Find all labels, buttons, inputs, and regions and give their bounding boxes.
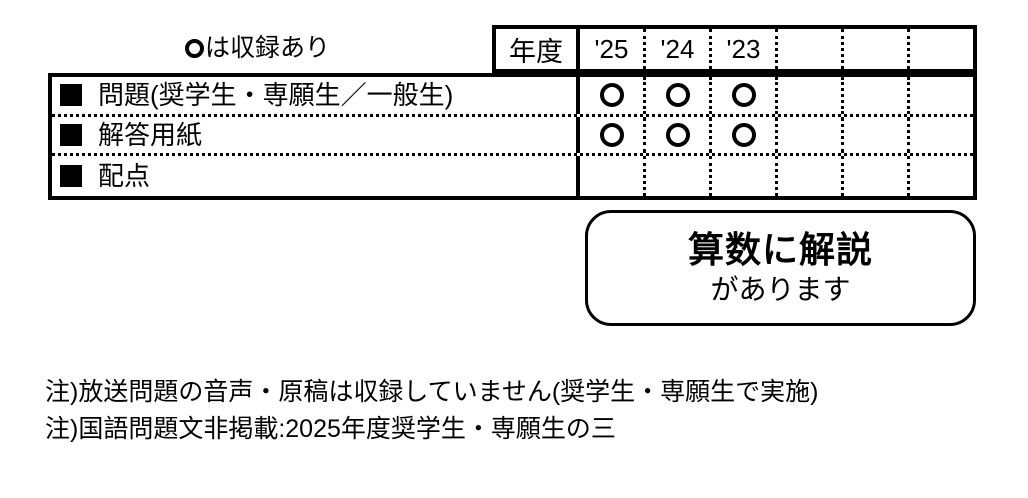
mark-cell xyxy=(580,116,646,154)
circle-outline-icon xyxy=(665,83,690,108)
row-label: 解答用紙 xyxy=(98,119,203,150)
row-label: 配点 xyxy=(98,161,151,192)
circle-outline-icon xyxy=(731,83,756,108)
mark-cell xyxy=(910,156,973,196)
mark-cell xyxy=(844,77,910,114)
year-column-header xyxy=(910,29,973,69)
row-label-cell: 問題(奨学生・専願生／一般生) xyxy=(52,77,580,114)
year-header-cell: 年度 xyxy=(492,25,580,73)
mark-cell xyxy=(646,116,712,154)
mark-cell xyxy=(580,156,646,196)
row-label-cell: 解答用紙 xyxy=(52,116,580,154)
mark-cell xyxy=(910,77,973,114)
commentary-callout-subtitle: があります xyxy=(710,274,851,305)
circle-outline-icon xyxy=(731,122,756,147)
mark-cell xyxy=(712,77,778,114)
table-row: 解答用紙 xyxy=(52,116,973,157)
black-square-bullet-icon xyxy=(60,123,82,146)
row-marks xyxy=(580,77,973,114)
black-square-bullet-icon xyxy=(60,165,82,188)
footnote-item: 注)国語問題文非掲載:2025年度奨学生・専願生の三 xyxy=(45,415,616,443)
commentary-callout-title: 算数に解説 xyxy=(687,229,873,270)
circle-outline-icon xyxy=(185,39,204,58)
black-square-bullet-icon xyxy=(60,84,82,107)
mark-cell xyxy=(778,116,844,154)
footnotes: 注)放送問題の音声・原稿は収録していません(奨学生・専願生で実施) 注)国語問題… xyxy=(45,374,818,448)
mark-cell xyxy=(910,117,973,154)
footnote-item: 注)放送問題の音声・原稿は収録していません(奨学生・専願生で実施) xyxy=(45,378,819,406)
mark-cell xyxy=(778,77,844,114)
year-header-label: 年度 xyxy=(509,36,563,67)
row-marks xyxy=(580,116,973,154)
year-column-header xyxy=(778,29,844,69)
legend-caption-text: は収録あり xyxy=(205,34,331,62)
mark-cell xyxy=(646,77,712,114)
row-marks xyxy=(580,156,973,196)
legend-caption: は収録あり xyxy=(185,33,330,63)
year-column-header: '23 xyxy=(712,29,778,69)
row-label-cell: 配点 xyxy=(52,156,580,196)
circle-outline-icon xyxy=(665,122,690,147)
commentary-callout: 算数に解説 があります xyxy=(585,210,976,326)
circle-outline-icon xyxy=(599,122,624,147)
mark-cell xyxy=(580,77,646,114)
year-column-header: '25 xyxy=(580,29,646,69)
year-column-header: '24 xyxy=(646,29,712,69)
mark-cell xyxy=(844,116,910,154)
circle-outline-icon xyxy=(599,83,624,108)
mark-cell xyxy=(778,156,844,196)
contents-availability-table: 問題(奨学生・専願生／一般生) 解答用紙 配点 xyxy=(48,73,977,200)
mark-cell xyxy=(712,116,778,154)
mark-cell xyxy=(646,156,712,196)
year-column-header xyxy=(844,29,910,69)
table-row: 配点 xyxy=(52,156,973,196)
row-label: 問題(奨学生・専願生／一般生) xyxy=(98,80,454,111)
mark-cell xyxy=(712,156,778,196)
mark-cell xyxy=(844,156,910,196)
table-row: 問題(奨学生・専願生／一般生) xyxy=(52,77,973,117)
year-columns-header: '25 '24 '23 xyxy=(580,25,977,73)
